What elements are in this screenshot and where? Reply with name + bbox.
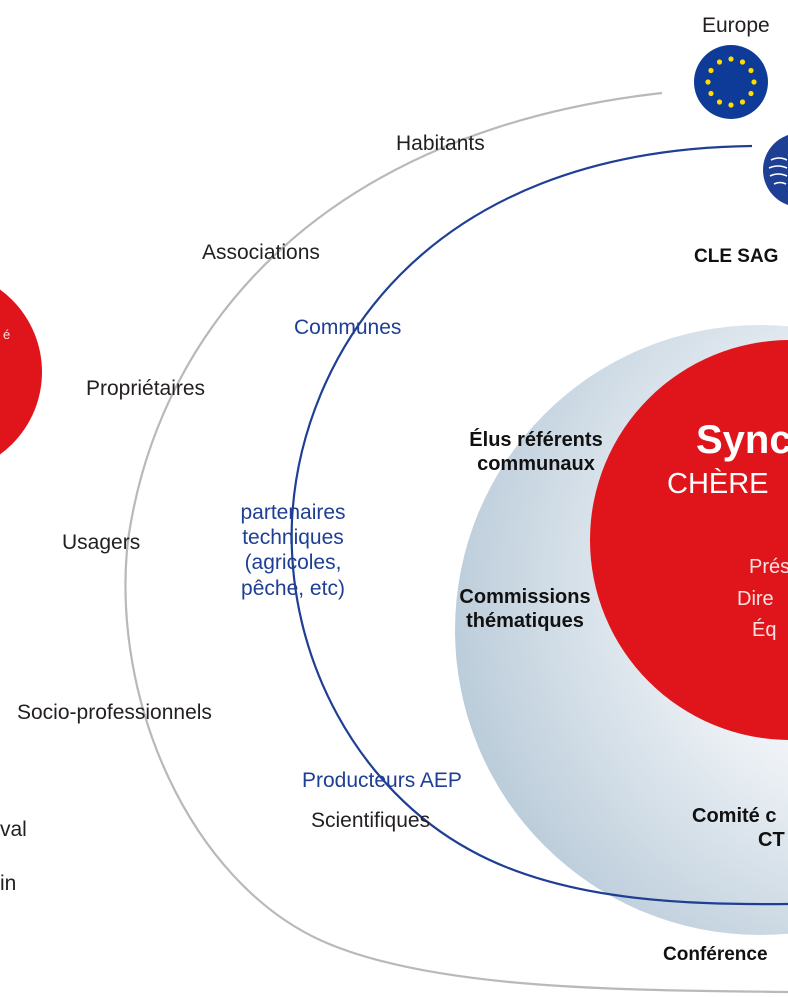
comite-line-2: CT xyxy=(758,829,785,851)
commissions-label: Commissions thématiques xyxy=(440,585,610,633)
agency-logo-icon xyxy=(763,135,788,205)
comite-label: Comité c CT xyxy=(692,804,788,852)
partenaires-line-2: techniques xyxy=(242,526,344,550)
elus-line-1: Élus référents xyxy=(469,429,603,451)
scientifiques-label: Scientifiques xyxy=(311,809,431,832)
habitants-label: Habitants xyxy=(396,132,485,155)
left-fragment-val: val xyxy=(0,818,27,841)
partenaires-line-1: partenaires xyxy=(240,501,346,524)
left-red-circle xyxy=(0,289,42,455)
partenaires-line-4: pêche, etc) xyxy=(241,576,345,600)
syndicat-title: Sync xyxy=(696,418,788,462)
syndicat-line-1: Prés xyxy=(749,556,788,578)
syndicat-circle xyxy=(590,340,788,740)
partenaires-label: partenaires techniques (agricoles, pêche… xyxy=(213,500,373,601)
elus-line-2: communaux xyxy=(477,453,595,475)
outer-ring xyxy=(124,91,788,994)
socio-professionnels-label: Socio-professionnels xyxy=(17,701,212,724)
commissions-line-2: thématiques xyxy=(466,610,584,632)
syndicat-line-3: Éq xyxy=(752,619,777,641)
inner-ring xyxy=(290,144,788,906)
left-red-fragment: é xyxy=(3,327,11,342)
syndicat-line-2: Dire xyxy=(737,588,774,610)
conference-label: Conférence xyxy=(663,944,768,965)
associations-label: Associations xyxy=(202,241,320,264)
commissions-line-1: Commissions xyxy=(459,586,591,608)
usagers-label: Usagers xyxy=(62,531,141,554)
europe-label: Europe xyxy=(702,14,770,37)
communes-label: Communes xyxy=(294,316,402,339)
producteurs-aep-label: Producteurs AEP xyxy=(302,769,462,792)
elus-referents-label: Élus référents communaux xyxy=(446,428,626,476)
partenaires-line-3: (agricoles, xyxy=(244,551,342,575)
cle-sage-label: CLE SAG xyxy=(694,246,779,267)
comite-line-1: Comité c xyxy=(692,805,777,827)
eu-flag-icon xyxy=(694,45,768,119)
syndicat-subtitle: CHÈRE xyxy=(667,468,769,500)
left-fragment-in: in xyxy=(0,872,17,895)
proprietaires-label: Propriétaires xyxy=(86,377,206,400)
